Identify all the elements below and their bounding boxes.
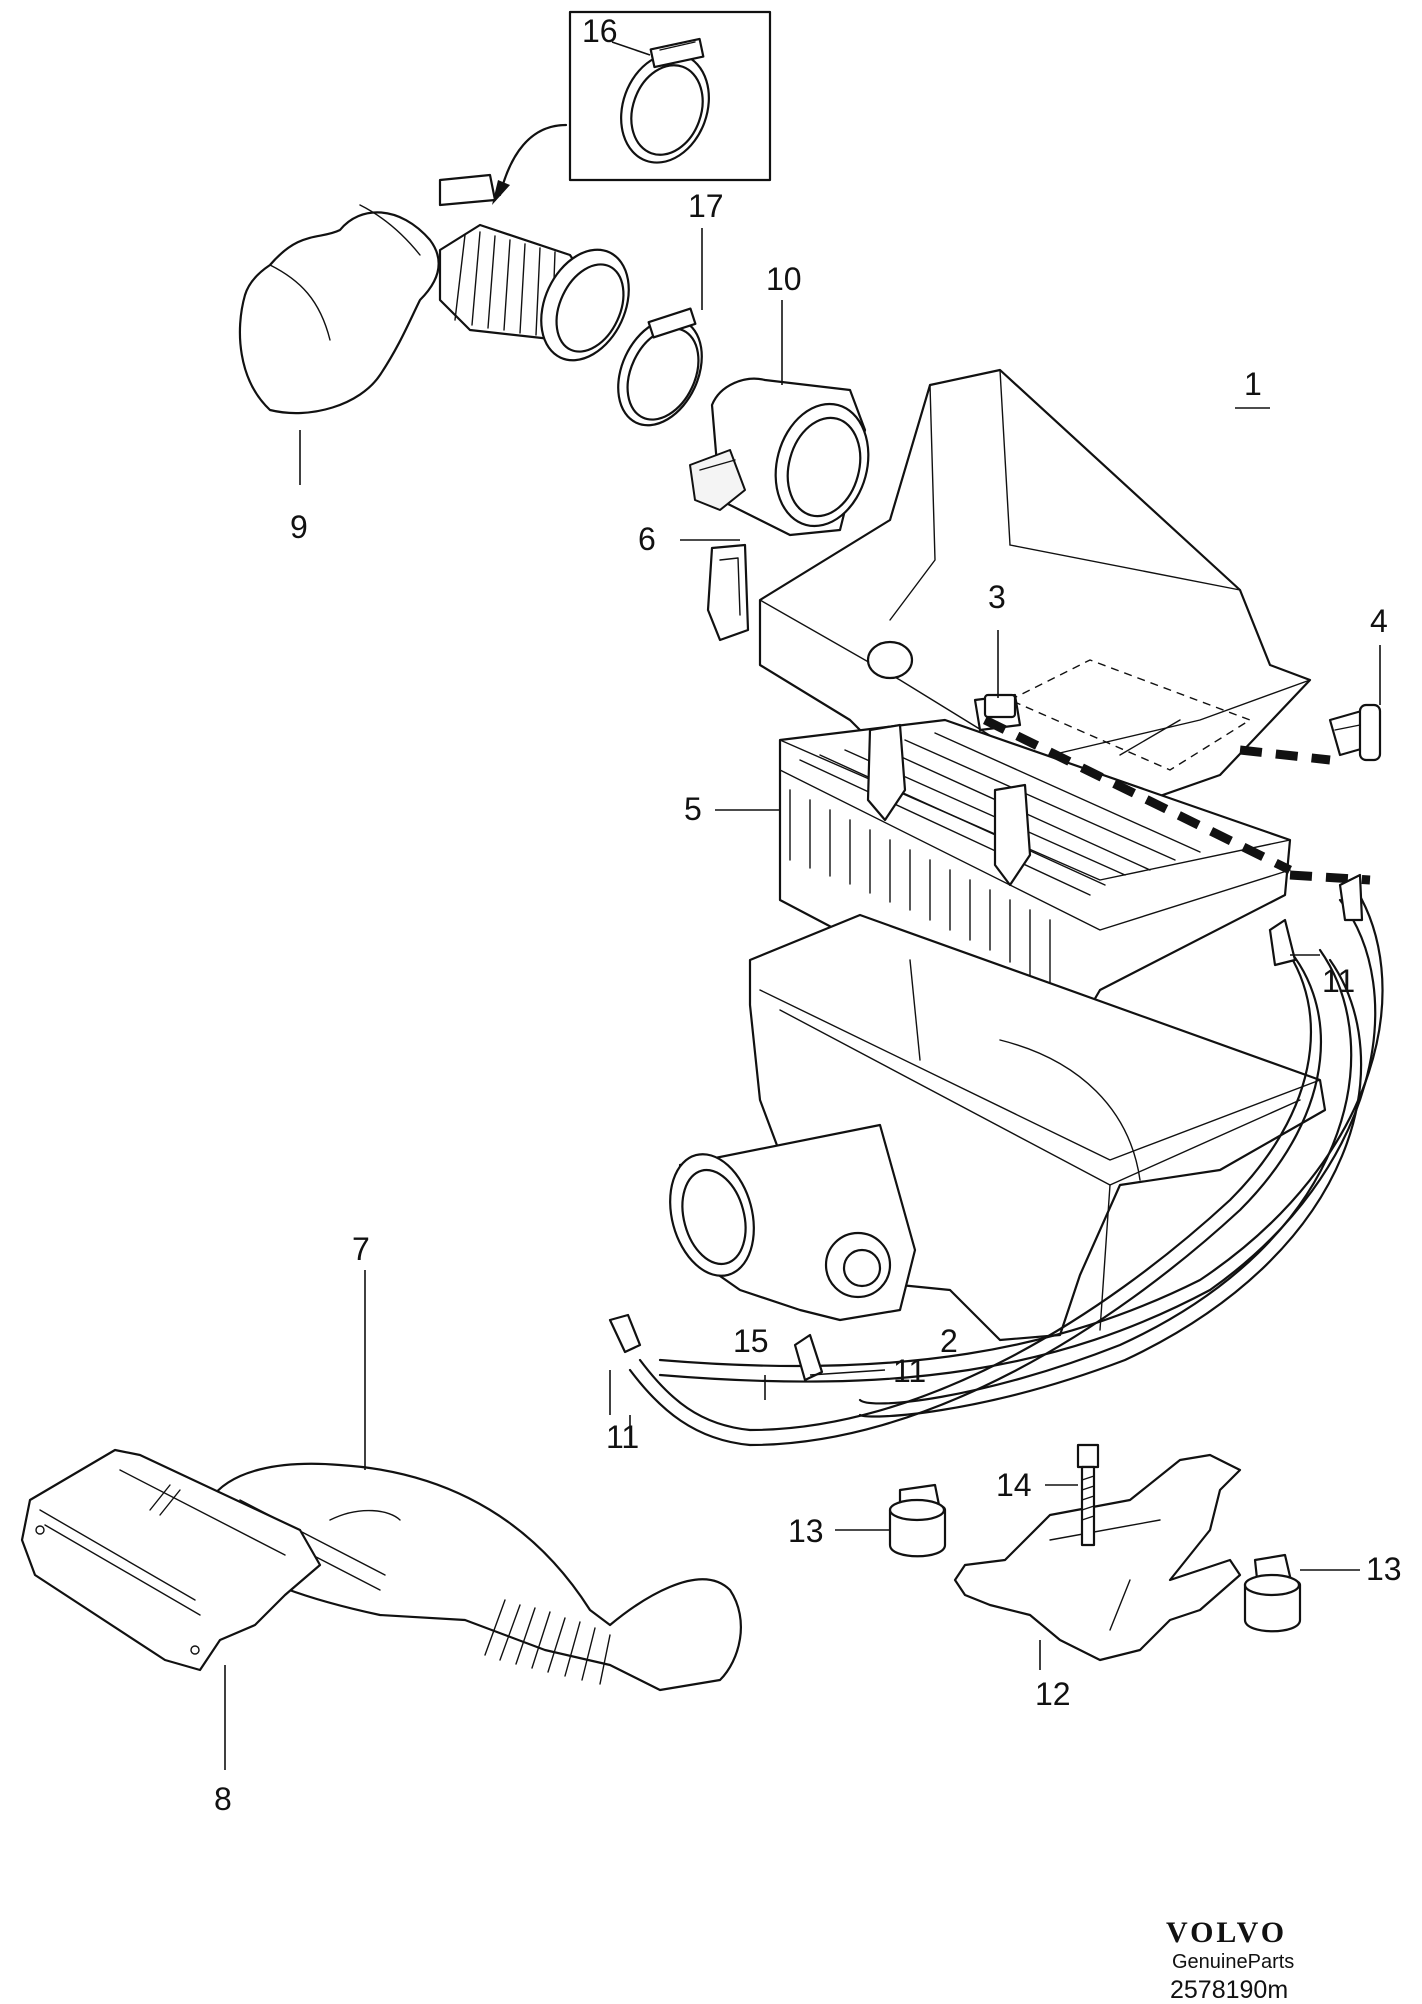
dashed-routing-11 [1289,870,1371,885]
callout-12: 12 [1035,1676,1071,1712]
intake-hose-9 [238,173,630,415]
callout-10: 10 [766,261,802,297]
brand-tagline: GenuineParts [1172,1951,1294,1973]
air-inlet-8 [20,1448,322,1672]
callout-16: 16 [582,13,618,49]
callout-1: 1 [1244,366,1262,402]
callout-11-mid: 11 [893,1353,926,1389]
clamp-inset-box [568,10,772,182]
callout-6: 6 [638,521,656,557]
callout-15: 15 [733,1323,769,1359]
callout-11-left: 11 [606,1419,639,1455]
bolt-14 [1076,1443,1100,1547]
air-mass-meter-10 [689,377,870,537]
callout-5: 5 [684,791,702,827]
sensor-4 [1328,703,1382,762]
leader-lines [224,228,1381,1770]
hose-clamp-17 [617,307,703,427]
inset-arrow-head [492,180,510,205]
callout-7: 7 [352,1231,370,1267]
inset-arrow [498,123,568,197]
brand-logo: VOLVO [1166,1916,1287,1949]
connector-3 [983,693,1017,719]
callout-11-top: 11 [1322,963,1355,999]
callout-4: 4 [1370,603,1388,639]
callout-3: 3 [988,579,1006,615]
dashed-routing-3 [983,715,1292,875]
vent-hoses [608,873,1384,1447]
diagram-reference: 2578190m [1170,1976,1288,2004]
callout-13-right: 13 [1366,1551,1402,1587]
air-cleaner-lower-housing [669,913,1327,1342]
callout-2: 2 [940,1323,958,1359]
bracket-12 [953,1453,1242,1662]
bracket-6 [706,543,750,642]
dashed-routing-4 [1239,745,1331,765]
callout-14: 14 [996,1467,1032,1503]
callout-9: 9 [290,509,308,545]
callout-13-left: 13 [788,1513,824,1549]
callout-17: 17 [688,188,724,224]
callout-8: 8 [214,1781,232,1817]
rubber-mount-13-right [1243,1553,1302,1633]
rubber-mount-13-left [888,1483,947,1558]
